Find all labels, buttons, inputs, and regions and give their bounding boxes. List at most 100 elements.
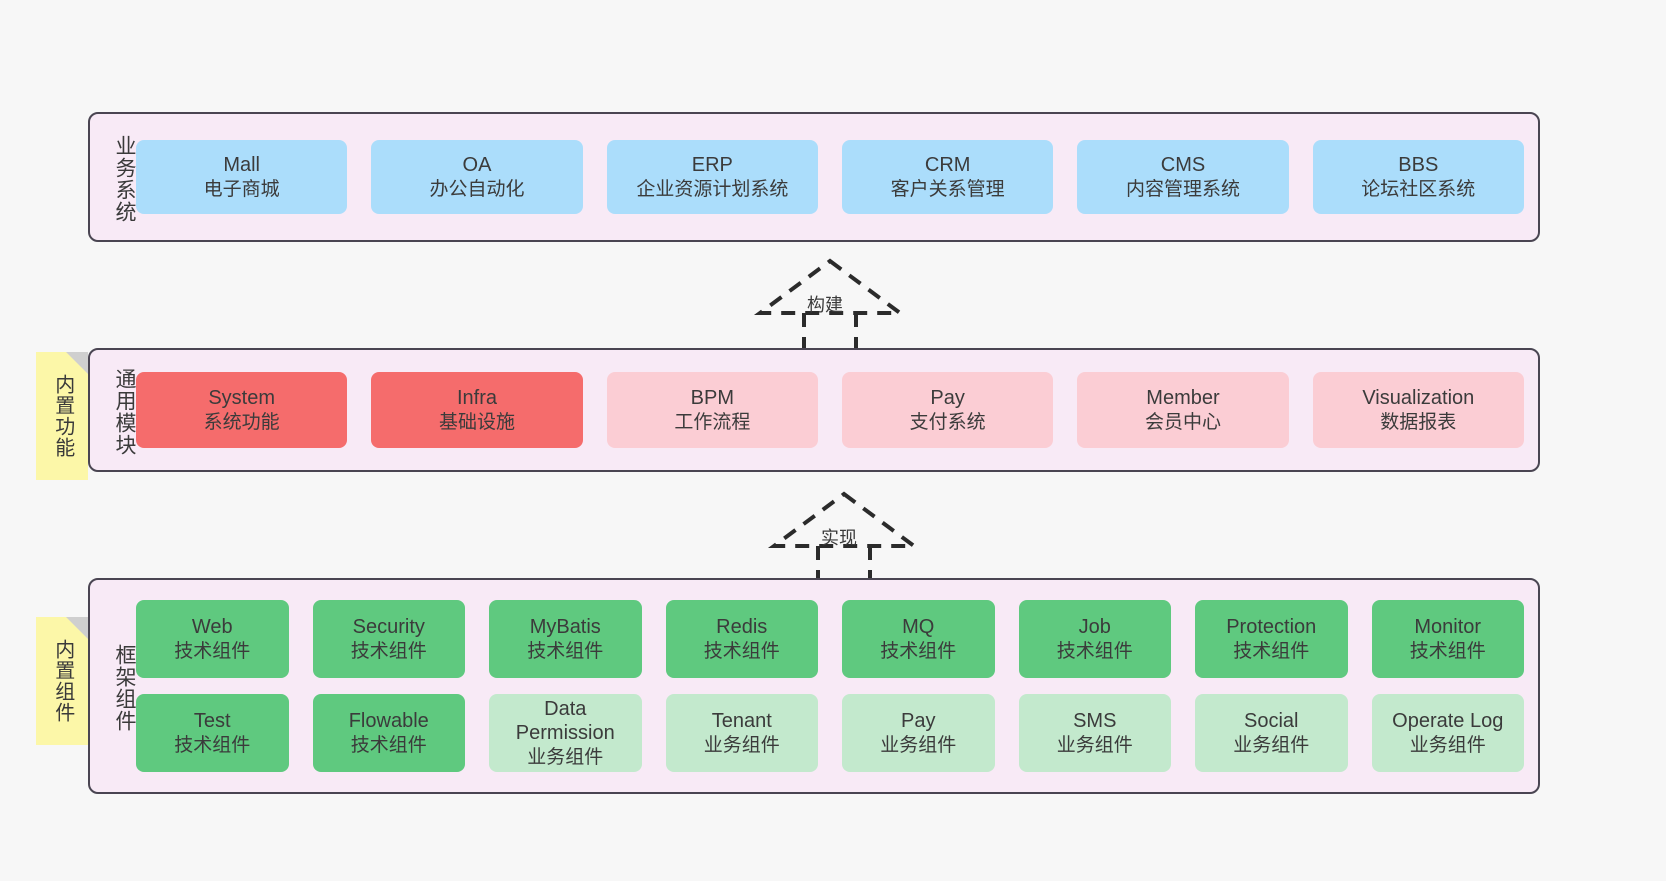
card-title: Redis [716,616,768,639]
card-subtitle: 技术组件 [1056,640,1133,662]
layer-common-modules-label: 通用模块 [113,368,136,456]
card-title: MyBatis [529,616,601,639]
card-title: Visualization [1362,387,1475,410]
card-redis[interactable]: Redis 技术组件 [665,600,818,678]
card-subtitle: 业务组件 [880,734,957,756]
note-fold-icon [66,617,88,639]
card-title: Infra [456,387,497,410]
card-subtitle: 技术组件 [527,640,604,662]
card-title: SMS [1073,710,1117,733]
card-title: BPM [690,387,734,410]
card-crm[interactable]: CRM 客户关系管理 [841,140,1054,214]
card-web[interactable]: Web 技术组件 [136,600,289,678]
card-mq[interactable]: MQ 技术组件 [842,600,995,678]
card-infra[interactable]: Infra 基础设施 [371,372,583,448]
card-subtitle: 技术组件 [1233,640,1310,662]
card-security[interactable]: Security 技术组件 [312,600,465,678]
card-subtitle: 企业资源计划系统 [636,178,789,200]
card-row: Web 技术组件 Security 技术组件 MyBatis 技术组件 Redi… [136,600,1524,678]
card-pay-business[interactable]: Pay 业务组件 [842,694,995,772]
connector-implement: 实现 [766,488,926,588]
card-title: MQ [902,616,935,639]
card-title: Tenant [711,710,772,733]
card-tenant[interactable]: Tenant 业务组件 [665,694,818,772]
card-title: Pay [901,710,936,733]
card-title: ERP [691,154,733,177]
card-erp[interactable]: ERP 企业资源计划系统 [606,140,818,214]
card-subtitle: 业务组件 [1056,734,1133,756]
card-protection[interactable]: Protection 技术组件 [1195,600,1348,678]
card-mall[interactable]: Mall 电子商城 [136,140,348,214]
card-member[interactable]: Member 会员中心 [1077,372,1289,448]
card-title: System [208,387,275,410]
card-visualization[interactable]: Visualization 数据报表 [1312,372,1524,448]
card-test[interactable]: Test 技术组件 [136,694,289,772]
note-builtin-features: 内置功能 [36,352,88,480]
card-subtitle: 技术组件 [350,734,427,756]
card-pay[interactable]: Pay 支付系统 [841,372,1054,448]
card-subtitle: 业务组件 [1409,734,1486,756]
card-subtitle: 技术组件 [174,734,251,756]
card-subtitle: 数据报表 [1380,411,1457,433]
card-subtitle: 业务组件 [527,746,604,768]
connector-implement-label: 实现 [821,528,857,548]
card-system[interactable]: System 系统功能 [136,372,348,448]
layer-business-system-label: 业务系统 [113,135,136,223]
card-subtitle: 内容管理系统 [1125,178,1240,200]
card-subtitle: 系统功能 [203,411,280,433]
card-bbs[interactable]: BBS 论坛社区系统 [1312,140,1524,214]
card-subtitle: 支付系统 [909,411,986,433]
card-subtitle: 技术组件 [880,640,957,662]
card-sms[interactable]: SMS 业务组件 [1018,694,1171,772]
note-fold-icon [66,352,88,374]
card-title: Protection [1226,616,1317,639]
layer-business-system: 业务系统 Mall 电子商城 OA 办公自动化 ERP 企业资源计划系统 CRM… [88,112,1540,242]
card-subtitle: 会员中心 [1144,411,1221,433]
card-title: Data Permission [515,698,615,745]
note-builtin-components: 内置组件 [36,617,88,745]
card-subtitle: 工作流程 [674,411,751,433]
card-subtitle: 技术组件 [350,640,427,662]
card-subtitle: 业务组件 [703,734,780,756]
card-title: Web [191,616,233,639]
card-operate-log[interactable]: Operate Log 业务组件 [1371,694,1524,772]
note-builtin-components-text: 内置组件 [51,639,74,723]
card-title: Monitor [1414,616,1482,639]
card-monitor[interactable]: Monitor 技术组件 [1371,600,1524,678]
card-row: System 系统功能 Infra 基础设施 BPM 工作流程 Pay 支付系统… [136,372,1524,448]
card-data-permission[interactable]: Data Permission 业务组件 [489,694,642,772]
card-subtitle: 基础设施 [438,411,515,433]
card-subtitle: 技术组件 [174,640,251,662]
layer-common-modules-body: System 系统功能 Infra 基础设施 BPM 工作流程 Pay 支付系统… [136,350,1538,470]
card-social[interactable]: Social 业务组件 [1195,694,1348,772]
card-subtitle: 技术组件 [703,640,780,662]
card-bpm[interactable]: BPM 工作流程 [606,372,818,448]
layer-framework-components-label: 框架组件 [113,644,136,732]
card-subtitle: 电子商城 [203,178,280,200]
card-subtitle: 技术组件 [1409,640,1486,662]
card-title: Social [1244,710,1299,733]
layer-framework-components-body: Web 技术组件 Security 技术组件 MyBatis 技术组件 Redi… [136,580,1538,792]
layer-common-modules: 通用模块 System 系统功能 Infra 基础设施 BPM 工作流程 Pay… [88,348,1540,472]
card-title: Member [1146,387,1220,410]
layer-framework-components: 框架组件 Web 技术组件 Security 技术组件 MyBatis 技术组件… [88,578,1540,794]
connector-build: 构建 [752,255,912,355]
card-title: Operate Log [1392,710,1504,733]
card-row: Mall 电子商城 OA 办公自动化 ERP 企业资源计划系统 CRM 客户关系… [136,140,1524,214]
card-title: CRM [924,154,971,177]
card-title: Security [352,616,425,639]
card-title: Mall [223,154,260,177]
card-subtitle: 论坛社区系统 [1361,178,1476,200]
connector-build-label: 构建 [807,295,843,315]
card-title: BBS [1398,154,1439,177]
card-title: Flowable [348,710,429,733]
card-row: Test 技术组件 Flowable 技术组件 Data Permission … [136,694,1524,772]
card-job[interactable]: Job 技术组件 [1018,600,1171,678]
card-cms[interactable]: CMS 内容管理系统 [1077,140,1289,214]
card-mybatis[interactable]: MyBatis 技术组件 [489,600,642,678]
card-flowable[interactable]: Flowable 技术组件 [312,694,465,772]
card-subtitle: 办公自动化 [429,178,525,200]
card-title: Test [193,710,231,733]
card-oa[interactable]: OA 办公自动化 [371,140,583,214]
